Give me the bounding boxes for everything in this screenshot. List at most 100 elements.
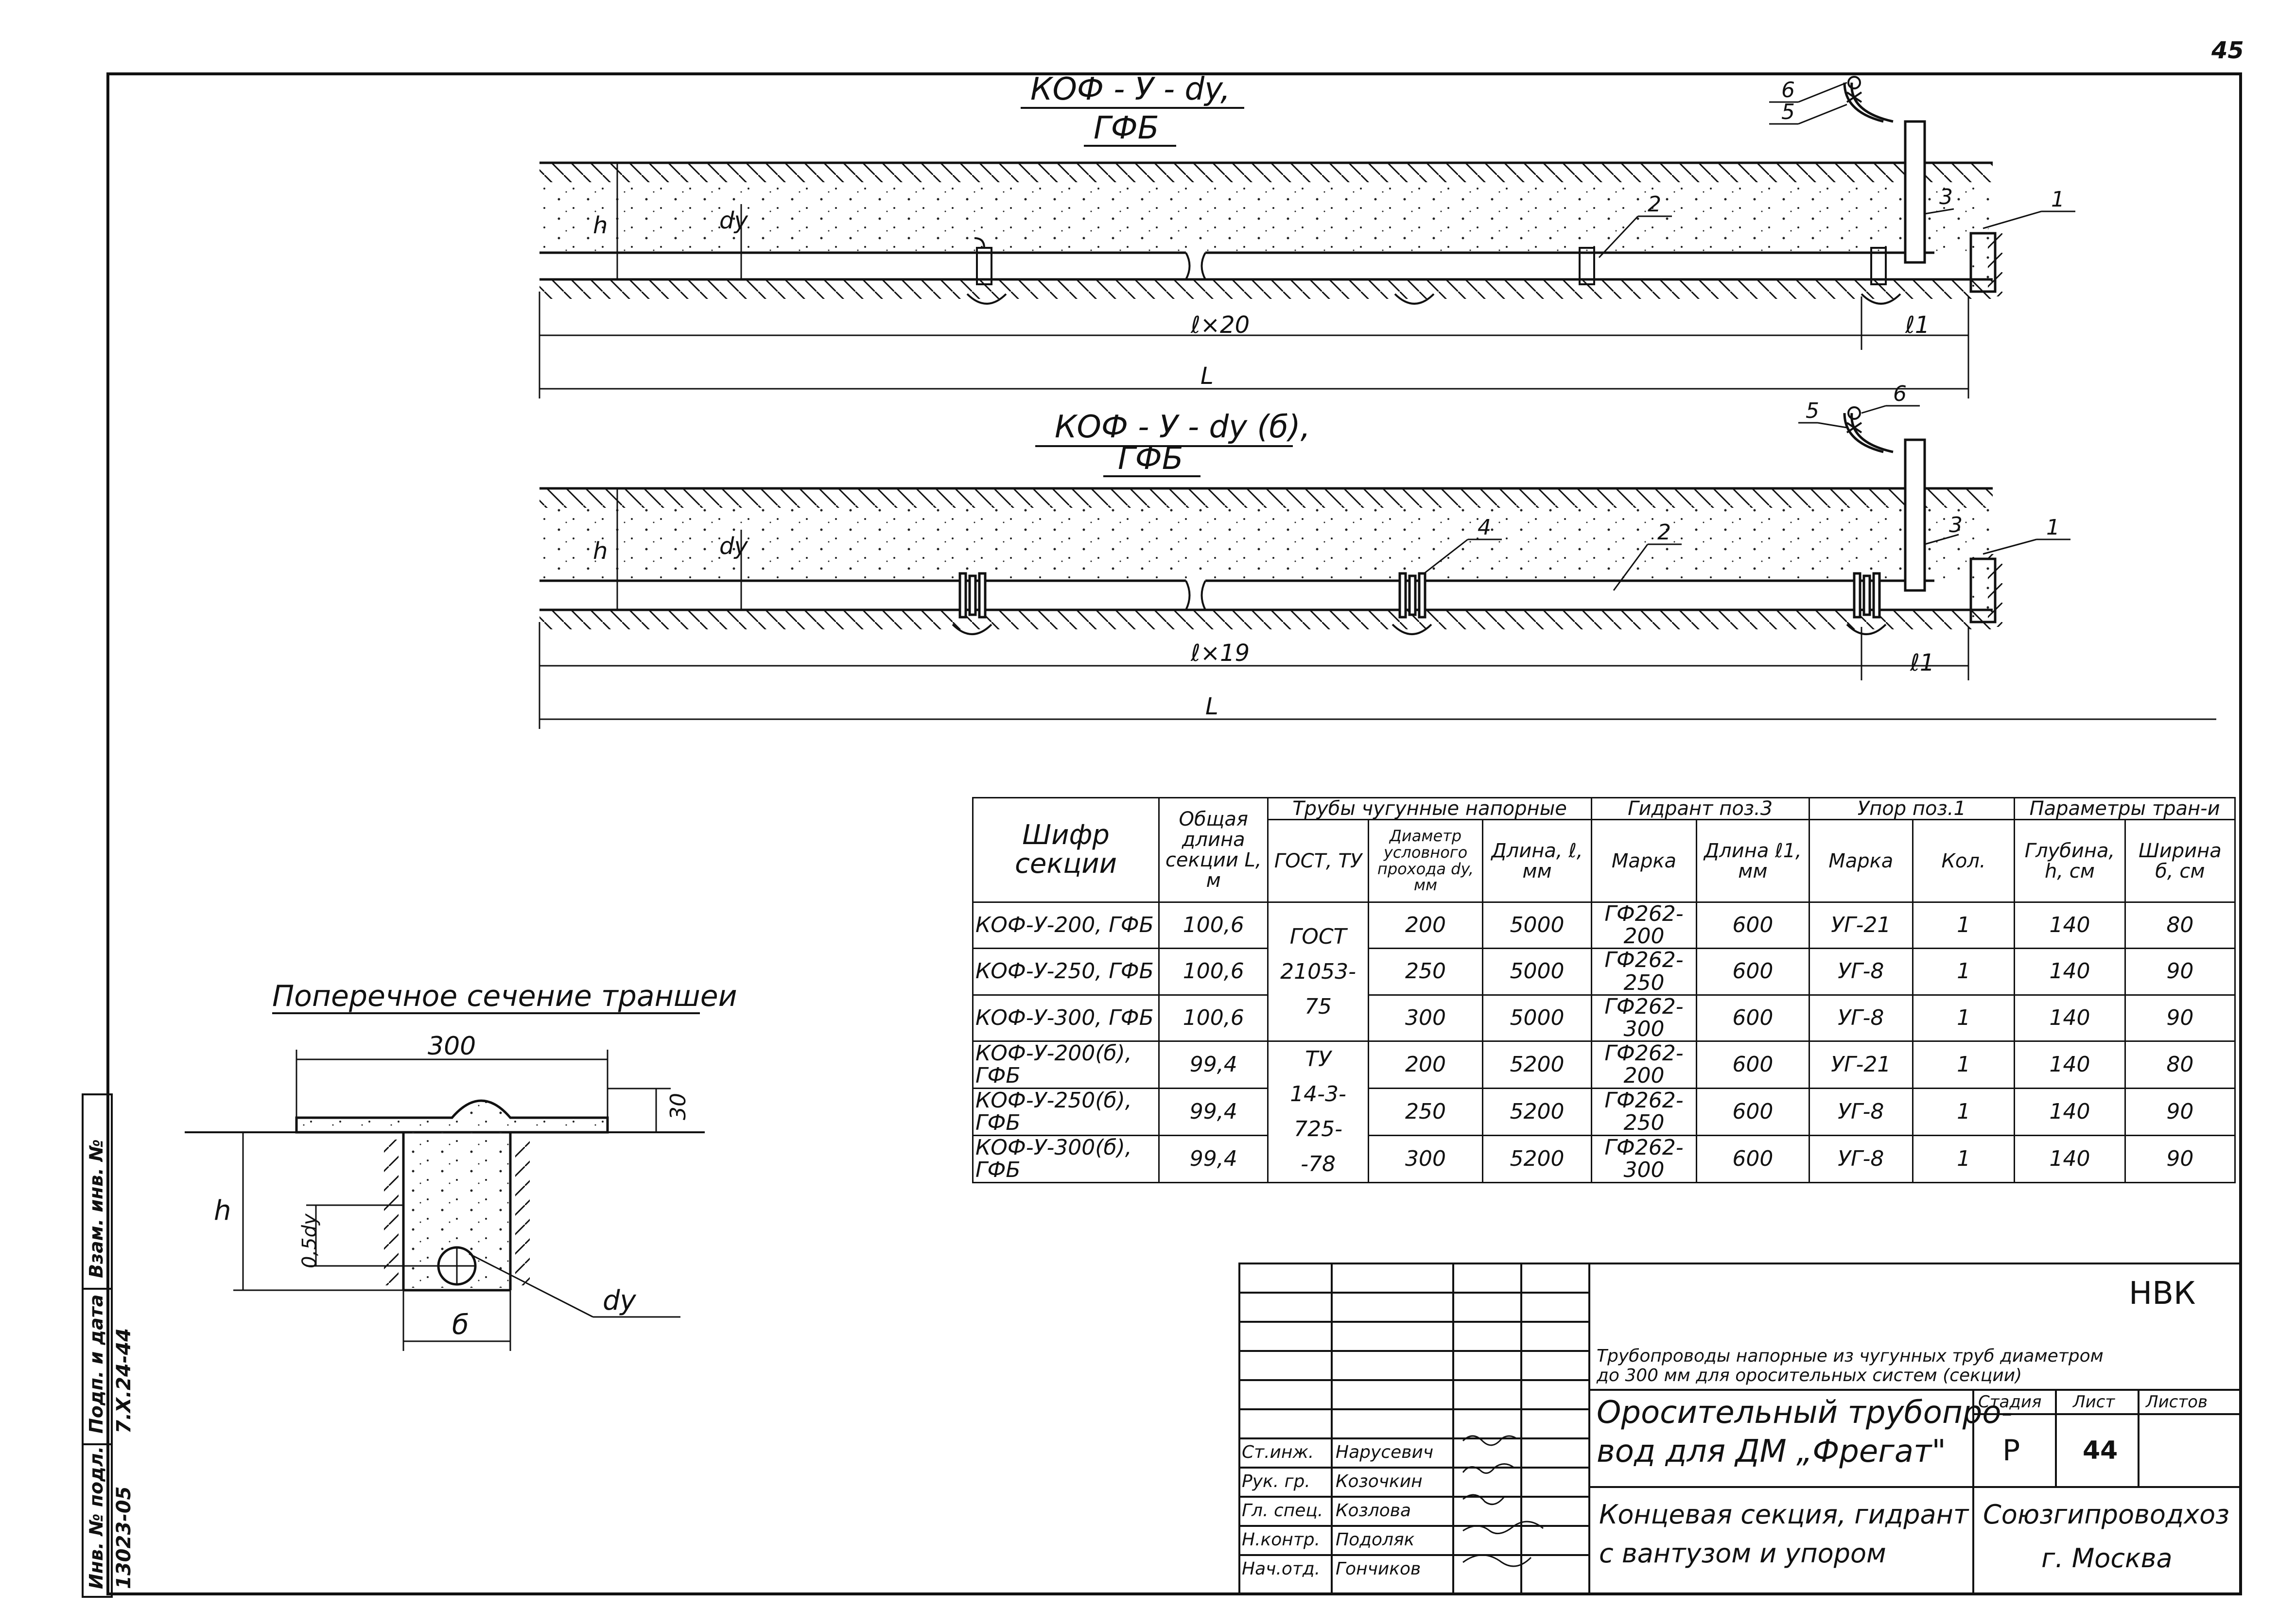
cell-h: 140 — [2014, 901, 2126, 950]
gost-group1-line1: ГОСТ — [1289, 924, 1347, 949]
section-1-dim-l1: ℓ1 — [1905, 311, 1930, 339]
gost-group2-line3: -78 — [1301, 1152, 1336, 1177]
cell-L: 99,4 — [1158, 1088, 1269, 1137]
section-1-longitudinal: КОФ - У - dy, ГФБ — [389, 0, 2075, 398]
section-2-callout-6: 6 — [1893, 381, 1907, 406]
cross-section-title: Поперечное сечение траншеи — [272, 979, 737, 1013]
cell-code: КОФ-У-200(б), ГФБ — [972, 1040, 1160, 1090]
table-row: КОФ-У-250, ГФБ 100,6 250 5000 ГФ262-250 … — [972, 948, 2236, 996]
cell-stop: УГ-8 — [1808, 948, 1913, 996]
th-trench-group: Параметры тран-и — [2014, 797, 2236, 820]
section-2-callout-4: 4 — [1478, 515, 1491, 540]
stamp-inv-label: Инв. № подл. — [86, 1446, 107, 1589]
cell-b: 90 — [2124, 948, 2236, 996]
cross-section-label-dy: dy — [603, 1285, 637, 1316]
cell-code: КОФ-У-300(б), ГФБ — [972, 1135, 1160, 1184]
cell-h: 140 — [2014, 1135, 2126, 1184]
th-total-length: Общая длина секции L, м — [1158, 797, 1269, 903]
cell-hydrant: ГФ262-300 — [1590, 994, 1698, 1042]
cell-gost-group2: ТУ 14-3-725- -78 — [1267, 1040, 1369, 1184]
cell-L: 100,6 — [1158, 994, 1269, 1042]
th-stop-mark: Марка — [1808, 819, 1913, 903]
section-2-longitudinal: КОФ - У - dy (б), ГФБ h dy — [539, 381, 2216, 729]
stamp-inv-value: 13023-05 — [113, 1486, 135, 1589]
th-width: Ширина б, см — [2124, 819, 2236, 903]
signature-role: Гл. спец. — [1242, 1501, 1323, 1521]
section-2-title-line2: ГФБ — [1118, 441, 1183, 477]
title-block-drawing-title-line2: вод для ДМ „Фрегат" — [1597, 1434, 1946, 1470]
cell-code: КОФ-У-250(б), ГФБ — [972, 1088, 1160, 1137]
cell-h: 140 — [2014, 1088, 2126, 1137]
cell-stop: УГ-21 — [1808, 901, 1913, 950]
title-block-sheet-title-line1: Концевая секция, гидрант — [1599, 1499, 1969, 1530]
cell-qty: 1 — [1912, 1088, 2016, 1137]
cross-section: Поперечное сечение траншеи 300 30 h 0,5d… — [185, 979, 737, 1351]
cell-L: 100,6 — [1158, 948, 1269, 996]
signature-name: Подоляк — [1336, 1530, 1415, 1550]
cell-hydrant: ГФ262-250 — [1590, 1088, 1698, 1137]
th-hydrant-length: Длина ℓ1, мм — [1696, 819, 1810, 903]
section-1-dim-L: L — [1200, 363, 1214, 390]
signature-scribbles — [1462, 1435, 1544, 1567]
sheet-frame — [106, 72, 2242, 1595]
signature-name: Нарусевич — [1336, 1442, 1434, 1462]
section-2-dim-l1: ℓ1 — [1910, 649, 1934, 676]
section-1-dim-l: ℓ×20 — [1190, 311, 1250, 339]
section-2-dim-L: L — [1205, 693, 1218, 720]
cell-code: КОФ-У-250, ГФБ — [972, 948, 1160, 996]
cross-section-dim-05dy: 0,5dy — [298, 1213, 321, 1268]
cell-L: 99,4 — [1158, 1135, 1269, 1184]
cell-stop: УГ-8 — [1808, 1135, 1913, 1184]
cell-b: 90 — [2124, 1135, 2236, 1184]
signature-name: Козочкин — [1336, 1471, 1423, 1491]
signature-role: Н.контр. — [1242, 1530, 1321, 1550]
section-2-callout-1: 1 — [2046, 515, 2060, 540]
stamp-sign-label: Подп. и дата — [86, 1294, 107, 1434]
title-block-grid — [1238, 1263, 2242, 1595]
cell-stop: УГ-8 — [1808, 994, 1913, 1042]
section-2-callout-3: 3 — [1949, 513, 1963, 537]
page-number: 45 — [2211, 37, 2244, 64]
title-block-sheet-title-line2: с вантузом и упором — [1599, 1538, 1886, 1569]
signature-name: Козлова — [1336, 1501, 1411, 1521]
cell-l: 5000 — [1482, 901, 1592, 950]
cell-hydrant: ГФ262-300 — [1590, 1135, 1698, 1184]
th-pipe-length: Длина, ℓ, мм — [1482, 819, 1592, 903]
cell-b: 90 — [2124, 994, 2236, 1042]
cell-l: 5200 — [1482, 1135, 1592, 1184]
cell-qty: 1 — [1912, 994, 2016, 1042]
cell-l1: 600 — [1696, 948, 1810, 996]
gost-group2-line2: 14-3-725- — [1290, 1082, 1346, 1142]
table-row: КОФ-У-250(б), ГФБ 99,4 250 5200 ГФ262-25… — [972, 1088, 2236, 1137]
th-stop-qty: Кол. — [1912, 819, 2016, 903]
cell-dy: 200 — [1367, 1040, 1484, 1090]
title-block-stage-value: Р — [2002, 1434, 2020, 1468]
cell-qty: 1 — [1912, 901, 2016, 950]
section-1-callout-2: 2 — [1648, 192, 1661, 217]
th-pipes-group: Трубы чугунные напорные — [1267, 797, 1592, 820]
section-1-callout-1: 1 — [2051, 187, 2065, 212]
cell-hydrant: ГФ262-200 — [1590, 1040, 1698, 1090]
title-block-stage-label: Стадия — [1978, 1392, 2042, 1412]
signature-role: Нач.отд. — [1242, 1559, 1321, 1579]
signature-role: Ст.инж. — [1242, 1442, 1314, 1462]
table-row: КОФ-У-200(б), ГФБ 99,4 ТУ 14-3-725- -78 20… — [972, 1040, 2236, 1184]
cell-l: 5200 — [1482, 1088, 1592, 1137]
cell-h: 140 — [2014, 994, 2126, 1042]
gost-group2-line1: ТУ — [1305, 1047, 1331, 1072]
title-block-sheet-label: Лист — [2073, 1392, 2115, 1412]
cell-dy: 250 — [1367, 948, 1484, 996]
signature-name: Гончиков — [1336, 1559, 1421, 1579]
cell-l1: 600 — [1696, 1040, 1810, 1090]
stamp-divider — [82, 1443, 111, 1445]
title-block-sheet-value: 44 — [2083, 1436, 2118, 1465]
section-1-label-dy: dy — [719, 207, 748, 234]
cell-code: КОФ-У-200, ГФБ — [972, 901, 1160, 950]
title-block-organization-line2: г. Москва — [2041, 1543, 2173, 1574]
cell-hydrant: ГФ262-200 — [1590, 901, 1698, 950]
cross-section-dim-30: 30 — [666, 1093, 691, 1120]
cell-l1: 600 — [1696, 994, 1810, 1042]
